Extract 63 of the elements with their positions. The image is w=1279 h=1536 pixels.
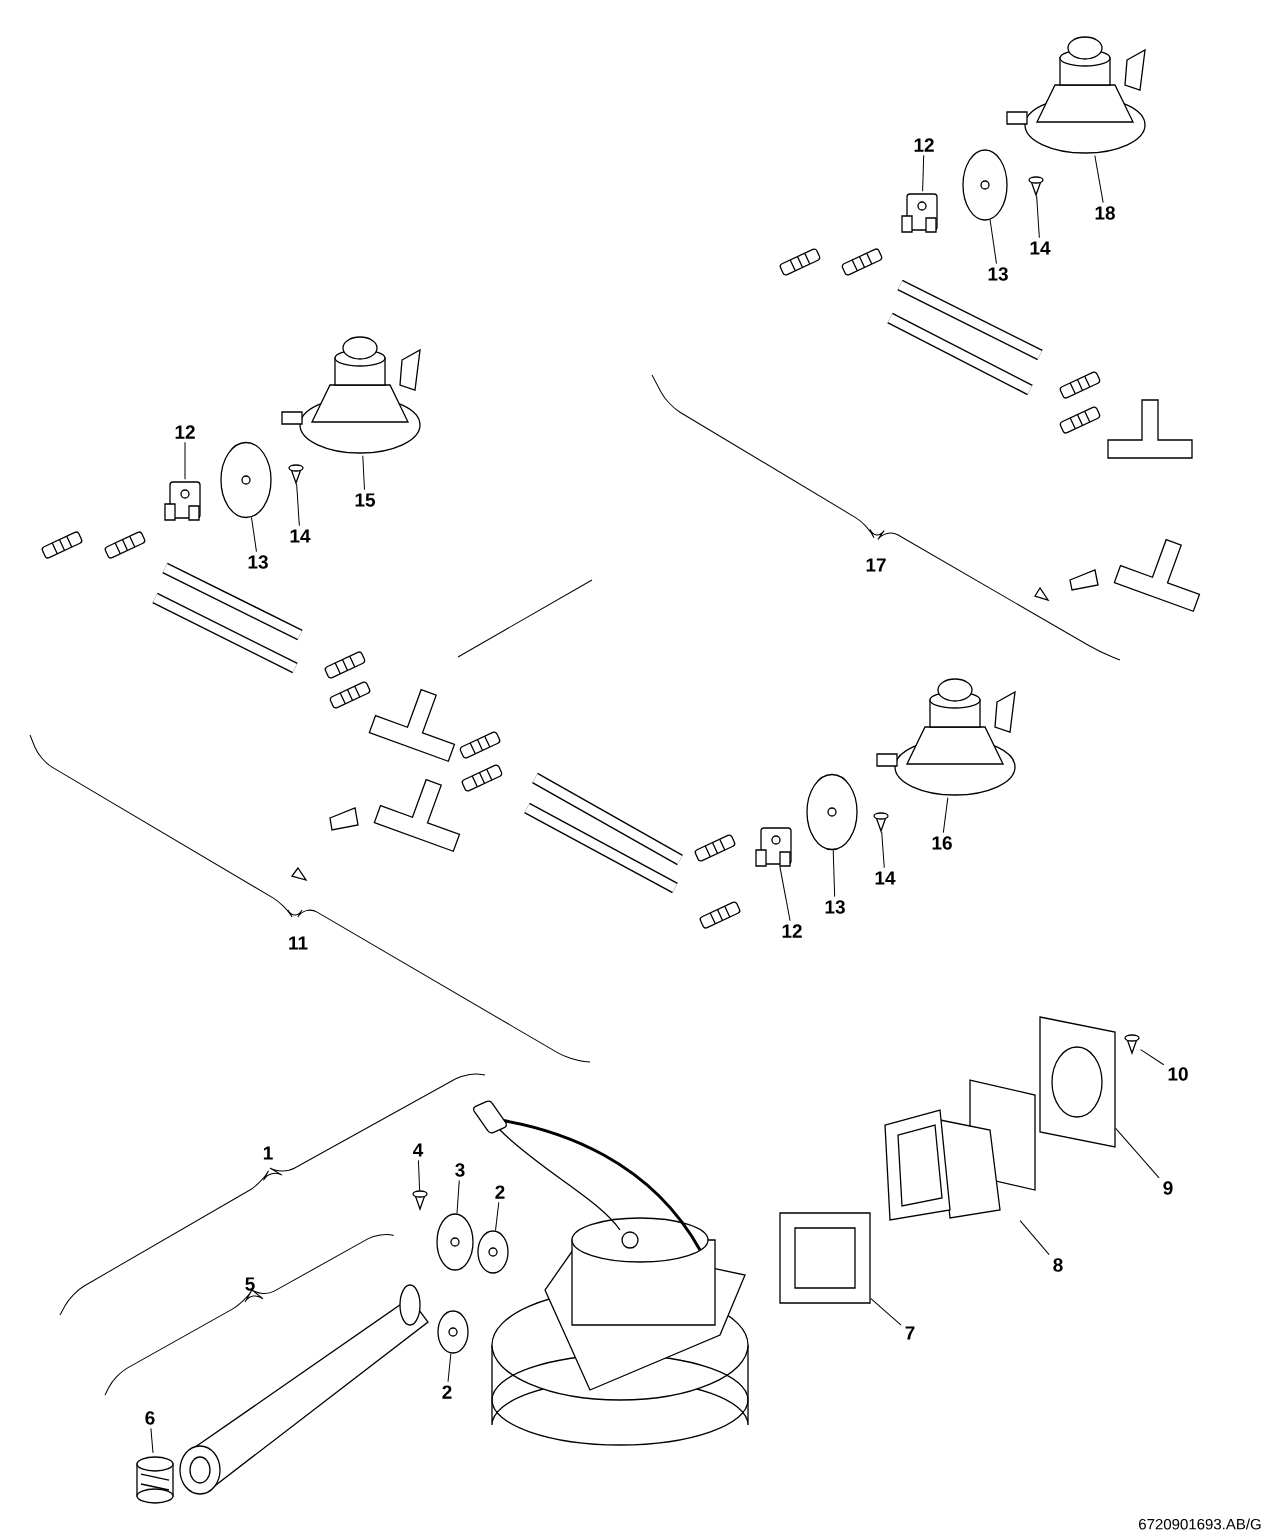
pump-drawing bbox=[281, 336, 421, 454]
callout-number: 11 bbox=[289, 936, 308, 950]
pump-drawing bbox=[876, 678, 1016, 796]
leader-line bbox=[1140, 1049, 1165, 1066]
callout-number: 9 bbox=[1163, 1181, 1173, 1195]
leader-line bbox=[1036, 195, 1040, 239]
connector-drawing bbox=[164, 481, 201, 521]
callout-number: 2 bbox=[495, 1185, 505, 1199]
leader-line bbox=[1094, 155, 1104, 204]
leader-line bbox=[832, 849, 836, 898]
leader-line bbox=[150, 1427, 154, 1454]
callout-number: 14 bbox=[875, 871, 896, 885]
callout-number: 13 bbox=[825, 900, 845, 914]
leader-line bbox=[417, 1159, 421, 1191]
leader-line bbox=[456, 1179, 460, 1214]
callout-number: 7 bbox=[905, 1326, 915, 1340]
pump-drawing bbox=[1006, 36, 1146, 154]
callout-number: 5 bbox=[245, 1277, 255, 1291]
leader-line bbox=[296, 483, 300, 527]
reference-code: 6720901693.AB/G bbox=[1139, 1518, 1261, 1530]
disc bbox=[477, 1230, 509, 1274]
housing-drawing bbox=[884, 1079, 1036, 1221]
disc bbox=[436, 1213, 474, 1271]
callout-number: 8 bbox=[1053, 1258, 1063, 1272]
disc bbox=[962, 149, 1008, 221]
callout-number: 3 bbox=[455, 1163, 465, 1177]
callout-number: 14 bbox=[290, 529, 311, 543]
leader-line bbox=[881, 831, 885, 869]
leader-line bbox=[922, 154, 925, 192]
callout-number: 12 bbox=[914, 138, 934, 152]
leader-line bbox=[779, 866, 791, 922]
gasket-drawing bbox=[1039, 1016, 1116, 1148]
disc bbox=[806, 773, 858, 851]
frame-drawing bbox=[779, 1212, 871, 1304]
callout-number: 17 bbox=[866, 558, 886, 572]
leader-line bbox=[870, 1297, 902, 1326]
disc bbox=[437, 1310, 469, 1354]
callout-number: 13 bbox=[248, 555, 268, 569]
leader-line bbox=[184, 441, 186, 480]
callout-number: 18 bbox=[1095, 206, 1115, 220]
callout-number: 1 bbox=[263, 1146, 273, 1160]
callout-number: 15 bbox=[355, 493, 376, 507]
disc bbox=[220, 441, 272, 519]
leader-line bbox=[1019, 1220, 1050, 1256]
connector-drawing bbox=[901, 193, 938, 233]
callout-number: 16 bbox=[932, 836, 952, 850]
leader-line bbox=[495, 1201, 500, 1232]
callout-number: 4 bbox=[413, 1143, 424, 1157]
callout-number: 2 bbox=[442, 1385, 452, 1399]
callout-number: 6 bbox=[145, 1411, 155, 1425]
leader-line bbox=[942, 797, 949, 834]
leader-line bbox=[447, 1352, 452, 1383]
nut-drawing bbox=[136, 1456, 174, 1504]
connector-drawing bbox=[755, 827, 792, 867]
leader-line bbox=[1115, 1127, 1160, 1179]
leader-line bbox=[362, 455, 365, 491]
callout-number: 14 bbox=[1030, 241, 1051, 255]
callout-number: 13 bbox=[988, 267, 1008, 281]
callout-number: 12 bbox=[175, 425, 195, 439]
callout-number: 10 bbox=[1168, 1067, 1188, 1081]
callout-number: 12 bbox=[782, 924, 802, 938]
leader-line bbox=[989, 219, 997, 265]
leader-line bbox=[250, 516, 257, 553]
